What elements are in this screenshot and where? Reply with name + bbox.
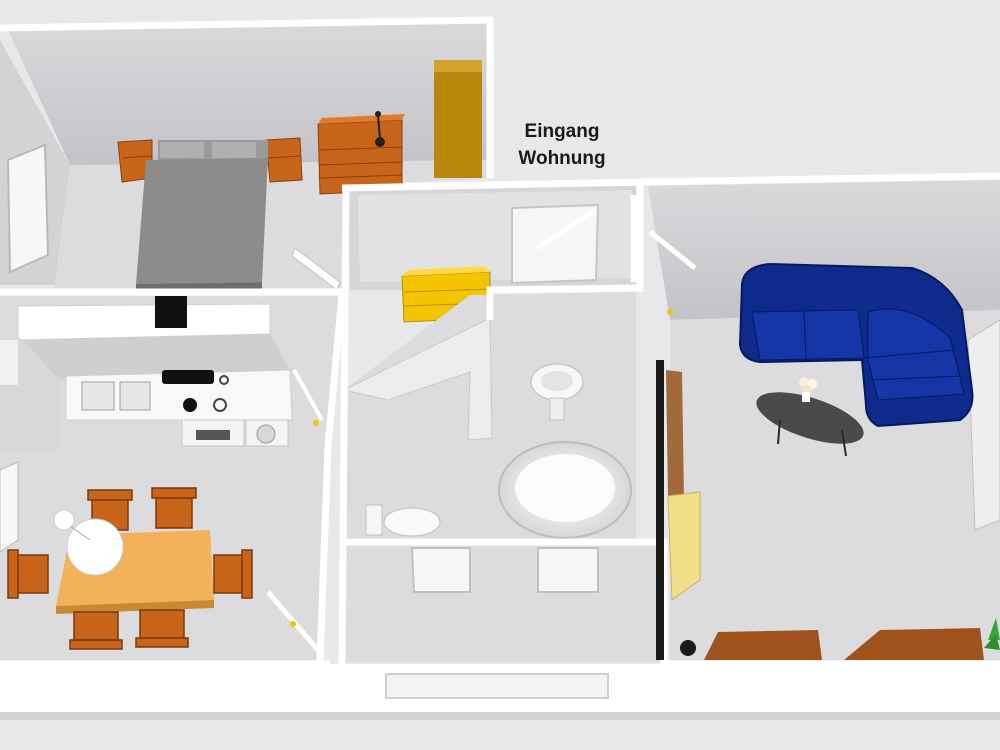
chair <box>135 609 189 648</box>
plant-icon <box>984 618 1000 650</box>
bathroom-sink-icon <box>530 363 584 421</box>
chair <box>151 487 197 529</box>
bathroom <box>340 186 640 540</box>
window-a <box>410 547 471 593</box>
bed-mattress <box>136 158 268 284</box>
dresser <box>317 114 405 195</box>
living-door <box>648 230 697 270</box>
sofa <box>738 262 974 428</box>
low-cabinet-left <box>704 630 822 660</box>
flowers-icon <box>799 377 817 402</box>
window-b <box>537 547 599 593</box>
entrance-label-line2: Wohnung <box>518 148 606 169</box>
bedroom <box>0 22 488 292</box>
toilet-icon <box>365 504 441 537</box>
bedroom-window <box>6 143 50 274</box>
outer-wall-front <box>0 664 1000 720</box>
bed <box>136 140 268 292</box>
wall-tops <box>0 16 494 296</box>
storage-room <box>340 545 664 662</box>
living-room <box>648 180 1000 660</box>
coffee-table <box>756 392 864 457</box>
entrance-label: Eingang Wohnung <box>500 118 624 172</box>
yellow-cabinet <box>667 491 701 601</box>
table-lamp-icon <box>53 509 124 576</box>
range-hood <box>155 296 187 328</box>
entrance-label-line1: Eingang <box>524 121 600 142</box>
chair <box>69 611 123 650</box>
kitchen-window <box>0 461 19 553</box>
front-window <box>385 673 609 699</box>
oven <box>181 419 245 447</box>
chair <box>213 549 253 599</box>
chair <box>7 549 49 599</box>
wardrobe <box>434 60 482 178</box>
nightstand-right <box>265 137 303 183</box>
upper-cabinets <box>17 303 271 341</box>
bathtub-icon <box>498 441 632 539</box>
lamp-icon <box>375 111 385 147</box>
kitchen-dining-room <box>0 296 338 660</box>
low-cabinet-right <box>844 628 984 660</box>
counter-appliance <box>162 370 214 384</box>
sideboard <box>666 370 684 500</box>
stove-icon <box>183 375 229 412</box>
sink-icon <box>81 381 151 411</box>
